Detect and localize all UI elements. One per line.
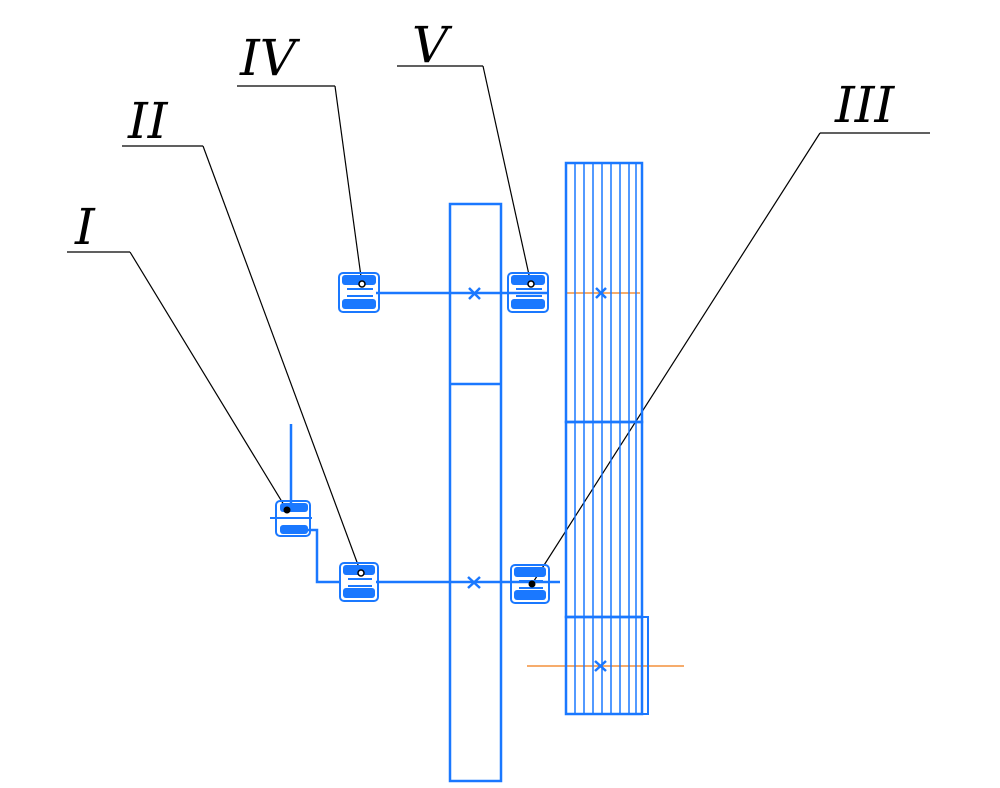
bearing-V [507, 272, 549, 313]
cross-upper-left [468, 287, 481, 300]
leader-II [202, 145, 362, 574]
label-I: I [74, 198, 96, 256]
bearing-I [270, 500, 312, 537]
label-II: II [127, 92, 169, 150]
label-V: V [412, 16, 453, 74]
cross-lower-right [594, 660, 607, 672]
input-shaft-link [305, 528, 340, 584]
label-III: III [834, 76, 896, 134]
leader-I [129, 251, 288, 511]
bearing-III [510, 564, 550, 604]
hatched-gear [564, 161, 649, 716]
bearing-IV [338, 272, 380, 313]
label-IV: IV [239, 29, 301, 87]
cross-lower-left [467, 576, 481, 589]
leader-IV [334, 85, 363, 285]
leader-V [482, 65, 532, 285]
leader-III [531, 132, 821, 585]
cross-upper-right [595, 287, 607, 299]
large-gear [448, 202, 503, 783]
bearing-II [339, 562, 379, 602]
